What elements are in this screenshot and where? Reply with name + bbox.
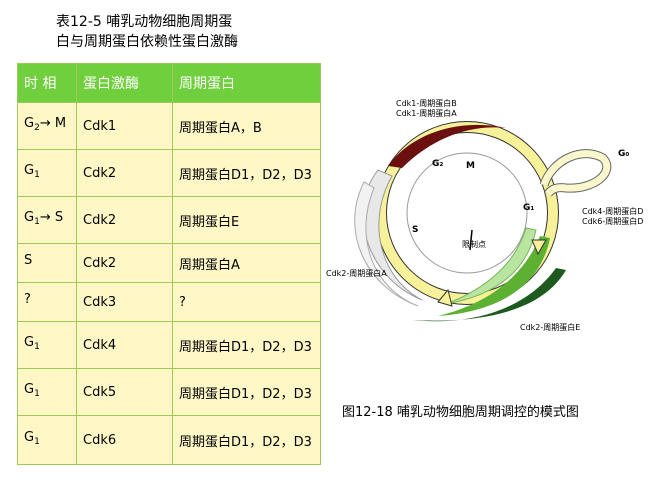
table-row: G1 Cdk2 周期蛋白D1，D2，D3: [17, 149, 321, 197]
label-cdk6: Cdk6-周期蛋白D: [582, 216, 643, 226]
kinase-cell: Cdk6: [76, 415, 173, 465]
phase-cell: G1: [17, 321, 77, 369]
kinase-cell: Cdk5: [76, 368, 173, 416]
cyclin-cell: 周期蛋白D1，D2，D3: [172, 149, 321, 197]
table-title: 表12-5 哺乳动物细胞周期蛋 白与周期蛋白依赖性蛋白激酶: [56, 12, 316, 52]
table-row: G1 Cdk5 周期蛋白D1，D2，D3: [17, 368, 321, 416]
label-g0: G₀: [618, 149, 629, 159]
kinase-cell: Cdk4: [76, 321, 173, 369]
figure-caption: 图12-18 哺乳动物细胞周期调控的模式图: [342, 405, 579, 420]
phase-cell: G2→ M: [17, 102, 77, 150]
table-title-line1: 表12-5 哺乳动物细胞周期蛋: [56, 14, 233, 30]
phase-cell: G1: [17, 368, 77, 416]
phase-cell: G1: [17, 149, 77, 197]
label-g2: G₂: [432, 159, 443, 169]
header-kinase: 蛋白激酶: [76, 63, 173, 103]
label-cdk1-b: Cdk1-周期蛋白B: [396, 98, 457, 108]
label-cdk4: Cdk4-周期蛋白D: [582, 206, 643, 216]
phase-cell: G1→ S: [17, 196, 77, 244]
table-row: G1 Cdk4 周期蛋白D1，D2，D3: [17, 321, 321, 369]
cdk1-crescent: [388, 124, 506, 168]
label-cdk1-a: Cdk1-周期蛋白A: [396, 108, 457, 118]
table-row: ? Cdk3 ?: [17, 282, 321, 322]
kinase-cell: Cdk2: [76, 196, 173, 244]
phase-cell: ?: [17, 282, 77, 322]
kinase-cell: Cdk3: [76, 282, 173, 322]
cyclin-cell: 周期蛋白A: [172, 243, 321, 283]
table-row: G2→ M Cdk1 周期蛋白A，B: [17, 102, 321, 150]
inner-circle: [406, 152, 528, 274]
ring-arrowhead-2: [437, 288, 453, 307]
restriction-point-marker: [469, 229, 473, 251]
label-cdk2-e: Cdk2-周期蛋白E: [520, 322, 580, 332]
cdk2e-crescent: [412, 268, 566, 322]
cell-cycle-diagram: Cdk1-周期蛋白B Cdk1-周期蛋白A G₂ M G₀ G₁ S 限制点 C…: [326, 98, 643, 332]
kinase-cell: Cdk2: [76, 149, 173, 197]
label-cdk2-a: Cdk2-周期蛋白A: [326, 268, 387, 278]
table-row: S Cdk2 周期蛋白A: [17, 243, 321, 283]
phase-cell: G1: [17, 415, 77, 465]
label-s: S: [412, 225, 418, 235]
table-title-line2: 白与周期蛋白依赖性蛋白激酶: [56, 34, 238, 50]
g0-loop: [540, 150, 611, 197]
cyclin-cell: 周期蛋白E: [172, 196, 321, 244]
label-g1: G₁: [523, 203, 534, 213]
table-header-row: 时 相 蛋白激酶 周期蛋白: [17, 63, 321, 103]
cdk2a-arc-2: [354, 181, 419, 307]
kinase-cell: Cdk2: [76, 243, 173, 283]
cyclin-cell: 周期蛋白A，B: [172, 102, 321, 150]
table-row: G1 Cdk6 周期蛋白D1，D2，D3: [17, 415, 321, 465]
label-m: M: [466, 161, 475, 171]
cyclin-cdk-table: 时 相 蛋白激酶 周期蛋白 G2→ M Cdk1 周期蛋白A，B G1 Cdk2…: [17, 63, 321, 465]
cyclin-cell: 周期蛋白D1，D2，D3: [172, 415, 321, 465]
cyclin-cell: 周期蛋白D1，D2，D3: [172, 321, 321, 369]
header-phase: 时 相: [17, 63, 77, 103]
label-restriction-point: 限制点: [462, 239, 486, 249]
cyclin-cell: 周期蛋白D1，D2，D3: [172, 368, 321, 416]
table-row: G1→ S Cdk2 周期蛋白E: [17, 196, 321, 244]
ring-arrowhead-1: [531, 239, 547, 256]
header-cyclin: 周期蛋白: [172, 63, 321, 103]
kinase-cell: Cdk1: [76, 102, 173, 150]
phase-cell: S: [17, 243, 77, 283]
cyclin-cell: ?: [172, 282, 321, 322]
